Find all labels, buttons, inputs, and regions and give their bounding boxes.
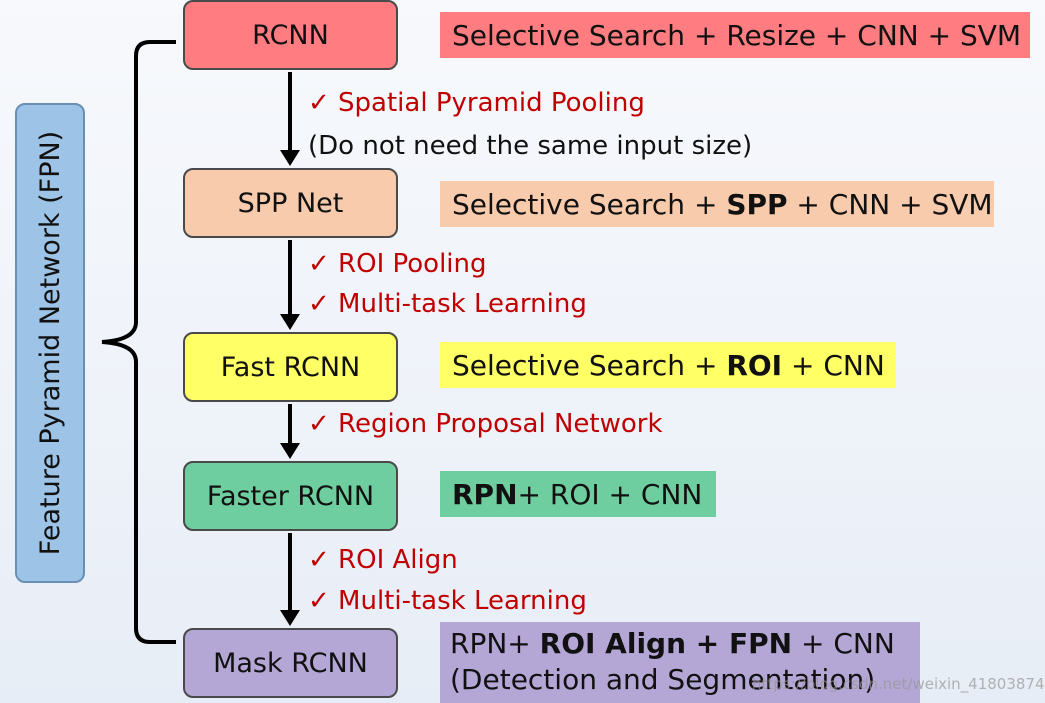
stage-spp-net: SPP Net xyxy=(183,168,398,238)
stage-faster-rcnn: Faster RCNN xyxy=(183,461,398,531)
arrow-fast-to-faster xyxy=(280,404,300,459)
desc-spp-bold: SPP xyxy=(726,187,788,221)
desc-mask-pre: RPN+ xyxy=(450,627,540,660)
desc-mask-bold: ROI Align + FPN xyxy=(539,627,793,660)
note-roi-align: ✓ ROI Align xyxy=(308,545,458,575)
note-multi-task-learning: ✓ Multi-task Learning xyxy=(308,289,587,319)
desc-fast-pre: Selective Search + xyxy=(452,348,727,382)
desc-rcnn-text: Selective Search + Resize + CNN + SVM xyxy=(452,18,1022,52)
fpn-sidebar xyxy=(15,103,85,583)
desc-fast-rcnn: Selective Search + ROI + CNN xyxy=(440,342,896,388)
note-roi-pooling: ✓ ROI Pooling xyxy=(308,249,487,279)
fpn-label: Feature Pyramid Network (FPN) xyxy=(34,130,66,556)
stage-mask-rcnn: Mask RCNN xyxy=(183,628,398,698)
brace-bracket xyxy=(101,40,176,644)
note-region-proposal-network: ✓ Region Proposal Network xyxy=(308,409,663,439)
desc-mask-line2: (Detection and Segmentation) xyxy=(450,663,876,696)
note-spatial-pyramid-pooling: ✓ Spatial Pyramid Pooling xyxy=(308,88,645,118)
desc-mask-post: + CNN xyxy=(792,627,895,660)
note-input-size: (Do not need the same input size) xyxy=(308,131,753,161)
desc-fast-bold: ROI xyxy=(726,348,783,382)
desc-faster-post: + ROI + CNN xyxy=(517,477,703,511)
desc-spp-pre: Selective Search + xyxy=(452,187,727,221)
desc-faster-rcnn: RPN+ ROI + CNN xyxy=(440,471,716,517)
arrow-rcnn-to-spp xyxy=(280,72,300,166)
desc-mask-rcnn: RPN+ ROI Align + FPN + CNN (Detection an… xyxy=(440,622,920,703)
arrow-faster-to-mask xyxy=(280,533,300,626)
desc-spp-post: + CNN + SVM xyxy=(787,187,993,221)
arrow-spp-to-fast xyxy=(280,240,300,330)
desc-spp-net: Selective Search + SPP + CNN + SVM xyxy=(440,181,994,227)
note-multi-task-learning-2: ✓ Multi-task Learning xyxy=(308,586,587,616)
desc-rcnn: Selective Search + Resize + CNN + SVM xyxy=(440,12,1030,58)
stage-rcnn: RCNN xyxy=(183,0,398,70)
stage-fast-rcnn: Fast RCNN xyxy=(183,332,398,402)
desc-faster-bold: RPN xyxy=(452,477,518,511)
desc-fast-post: + CNN xyxy=(782,348,885,382)
watermark: https://blog.csdn.net/weixin_41803874 xyxy=(752,675,1045,693)
